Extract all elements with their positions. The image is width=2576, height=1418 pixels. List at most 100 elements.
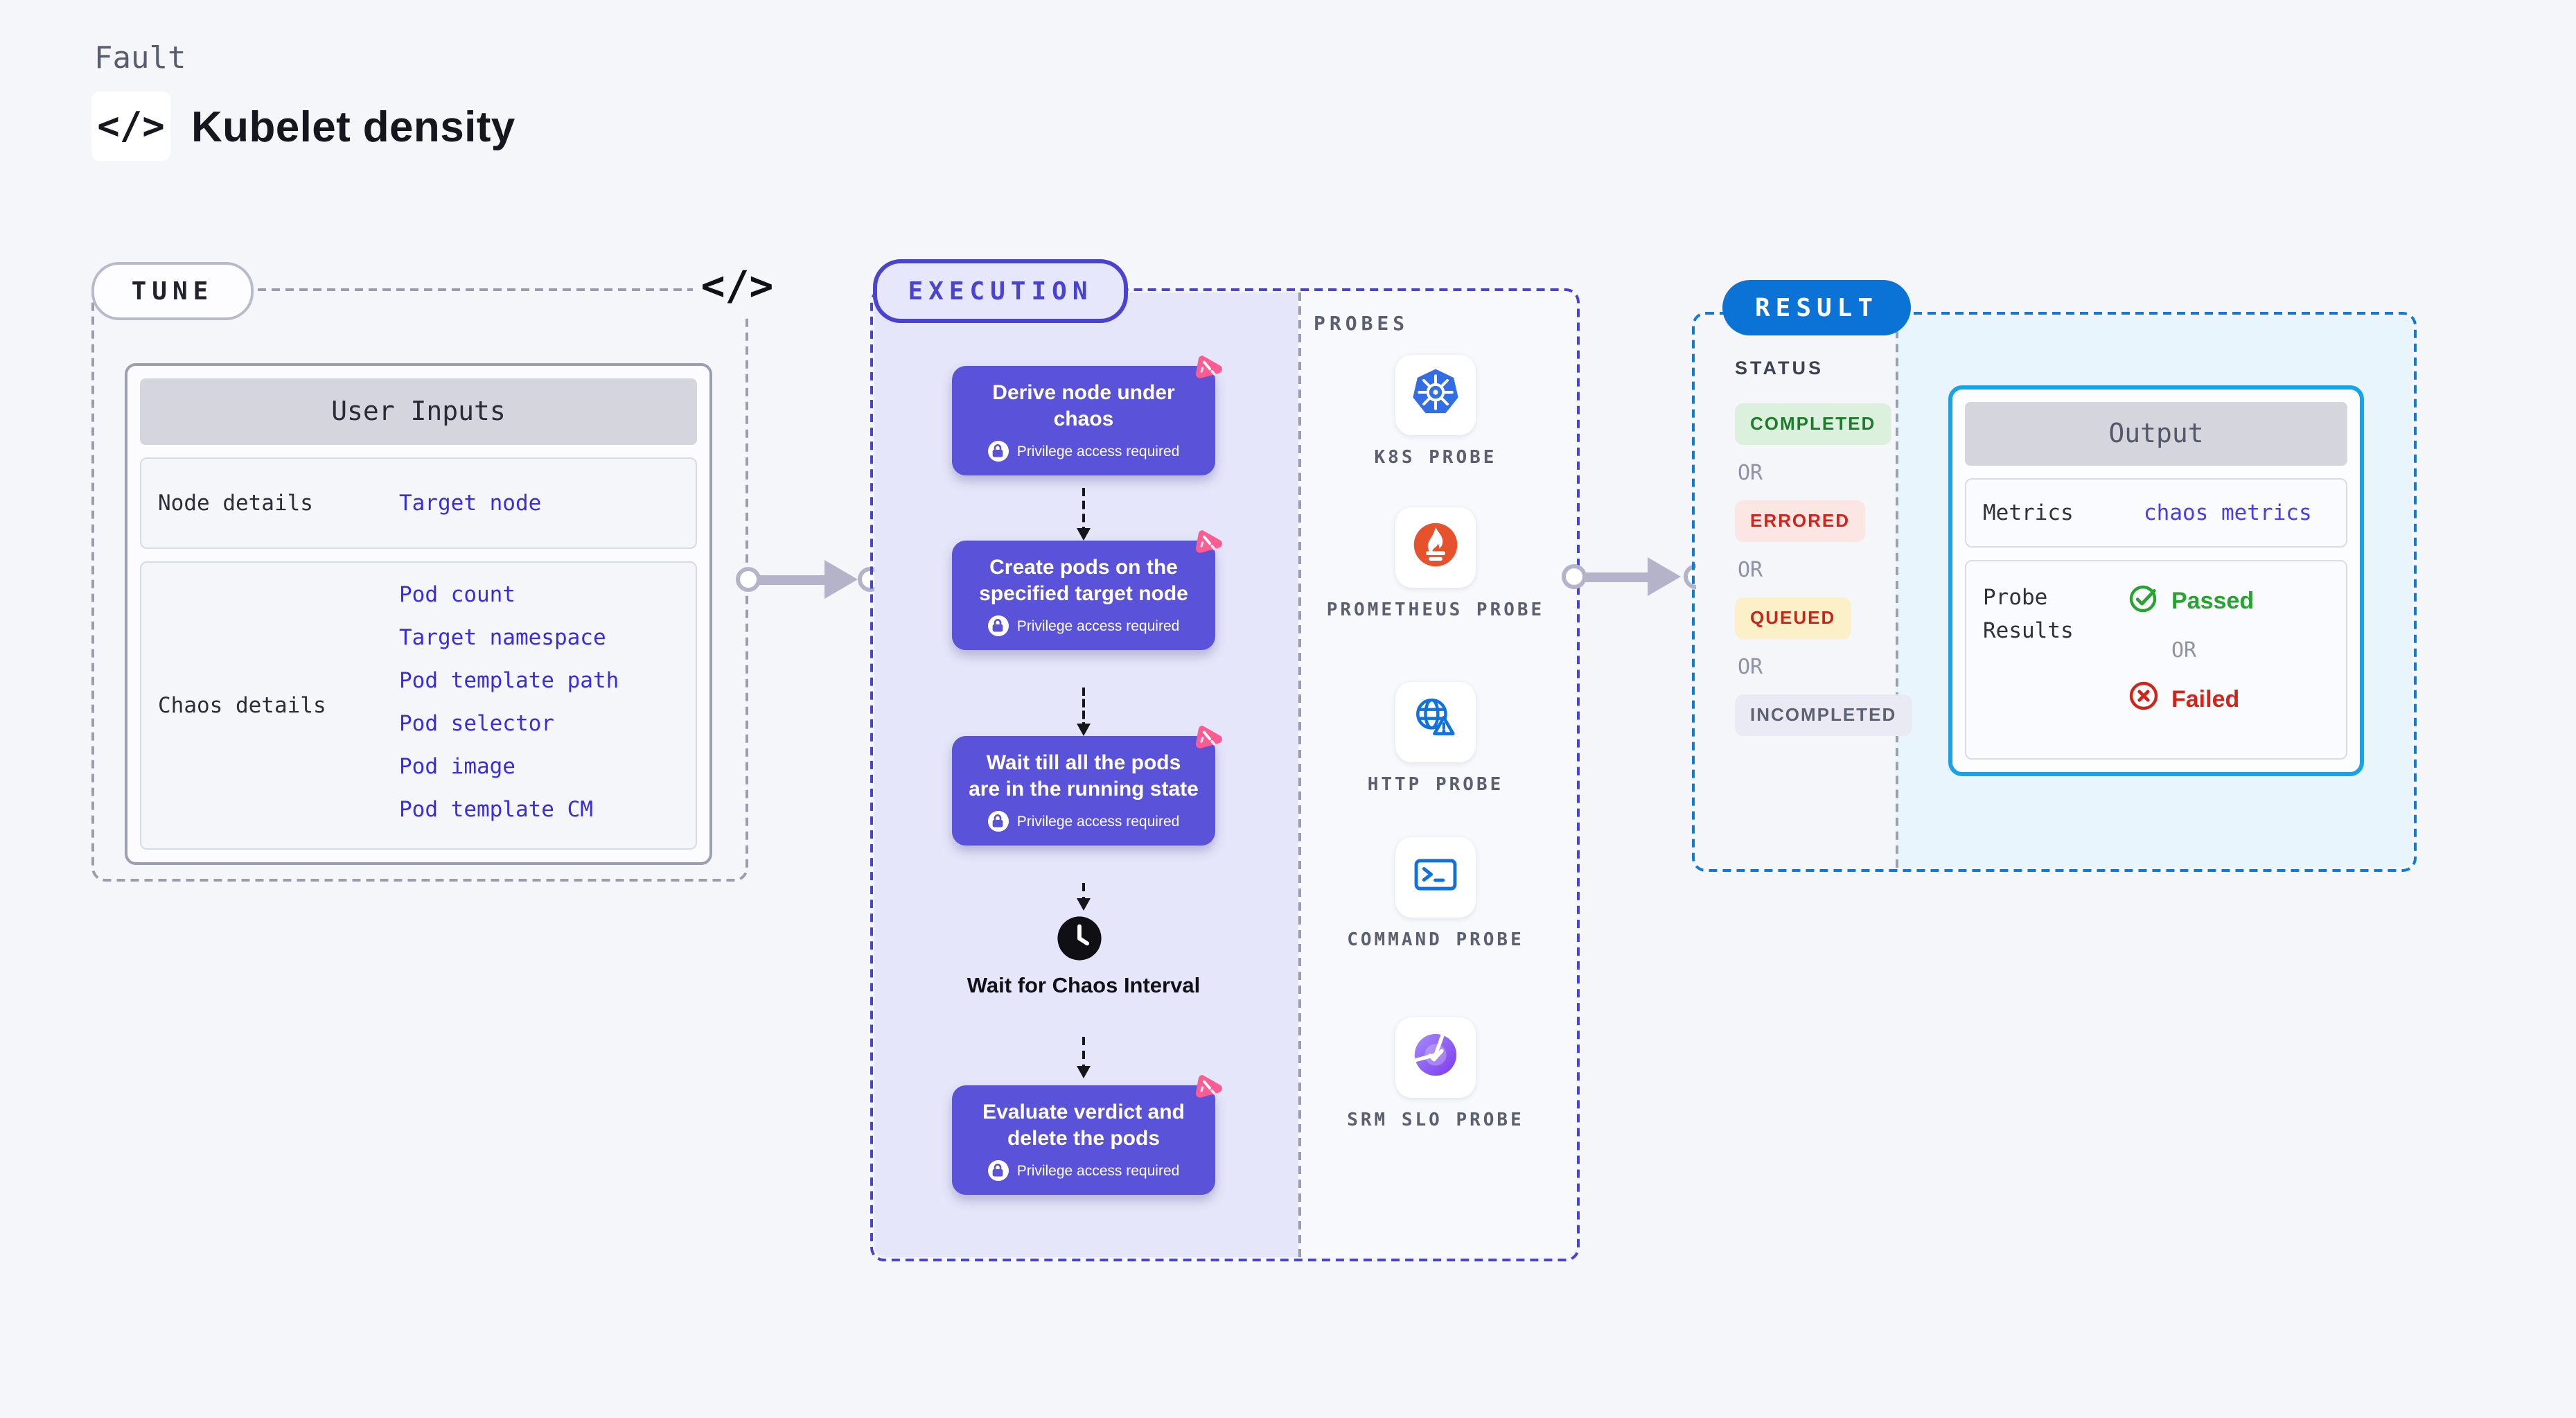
tune-badge: TUNE: [91, 262, 254, 320]
kubernetes-icon: [1409, 365, 1462, 425]
execution-badge: EXECUTION: [873, 259, 1128, 323]
step-wait-pods-running: Wait till all the pods are in the runnin…: [952, 725, 1222, 846]
status-badge-incompleted: INCOMPLETED: [1735, 694, 1912, 736]
link-pod-template-cm[interactable]: Pod template CM: [399, 797, 593, 822]
privilege-note: Privilege access required: [1016, 813, 1180, 830]
metrics-row: Metrics chaos metrics: [1965, 478, 2347, 548]
chaos-details-row: Chaos details Pod count Target namespace…: [140, 561, 697, 850]
srm-slo-probe-card: [1395, 1017, 1476, 1098]
probe-label: K8S PROBE: [1374, 448, 1497, 469]
or-label: OR: [1738, 654, 1763, 679]
or-label: OR: [1738, 460, 1763, 485]
execution-to-result-arrow: [1562, 557, 1709, 596]
chaos-step-icon: [1189, 527, 1228, 566]
or-label: OR: [2171, 638, 2197, 663]
output-card: Output Metrics chaos metrics Probe Resul…: [1948, 385, 2364, 776]
chaos-links: Pod count Target namespace Pod template …: [399, 582, 619, 822]
probe-label: PROMETHEUS PROBE: [1326, 600, 1545, 621]
fault-kicker: Fault: [94, 42, 186, 76]
flow-arrow: [1077, 488, 1091, 541]
privilege-note: Privilege access required: [1016, 618, 1180, 635]
step-derive-node: Derive node under chaos Privilege access…: [952, 355, 1222, 476]
code-icon: </>: [91, 91, 170, 161]
metrics-label: Metrics: [1983, 500, 2074, 525]
failed-label: Failed: [2171, 685, 2240, 712]
prometheus-probe-card: [1395, 507, 1476, 588]
probe-label: HTTP PROBE: [1367, 775, 1504, 796]
result-badge-label: RESULT: [1754, 293, 1879, 322]
chaos-step-icon: [1189, 722, 1228, 761]
probe-label: COMMAND PROBE: [1347, 930, 1524, 951]
code-icon-tune: </>: [693, 255, 782, 316]
link-pod-selector[interactable]: Pod selector: [399, 711, 554, 736]
privilege-note: Privilege access required: [1016, 1162, 1180, 1180]
prometheus-icon: [1409, 518, 1462, 577]
output-header: Output: [1965, 402, 2347, 466]
status-badge-completed: COMPLETED: [1735, 403, 1891, 445]
probes-title: PROBES: [1314, 313, 1409, 335]
status-badge-errored: ERRORED: [1735, 500, 1866, 542]
or-label: OR: [1738, 557, 1763, 582]
link-chaos-metrics[interactable]: chaos metrics: [2144, 500, 2312, 525]
srm-slo-probe-icon: [1409, 1028, 1462, 1087]
privilege-row: Privilege access required: [969, 811, 1199, 832]
step-evaluate-verdict: Evaluate verdict and delete the pods Pri…: [952, 1074, 1222, 1196]
link-pod-image[interactable]: Pod image: [399, 754, 515, 779]
step-title: Derive node under chaos: [992, 381, 1175, 432]
privilege-note: Privilege access required: [1016, 443, 1180, 460]
page-title: Kubelet density: [191, 103, 515, 151]
result-badge: RESULT: [1722, 280, 1911, 335]
http-probe-icon: [1409, 692, 1462, 752]
wait-interval-label: Wait for Chaos Interval: [967, 974, 1201, 998]
check-circle-icon: [2127, 581, 2160, 621]
link-target-node[interactable]: Target node: [399, 491, 542, 516]
step-title: Evaluate verdict and delete the pods: [982, 1101, 1185, 1151]
user-inputs-card: User Inputs Node details Target node Cha…: [125, 363, 712, 865]
status-title: STATUS: [1735, 358, 1824, 378]
link-target-namespace[interactable]: Target namespace: [399, 625, 606, 650]
probe-results-row: Probe Results Passed OR Failed: [1965, 560, 2347, 760]
tune-to-execution-arrow: [736, 560, 883, 599]
step-create-pods: Create pods on the specified target node…: [952, 529, 1222, 651]
link-pod-template-path[interactable]: Pod template path: [399, 668, 619, 693]
probe-label: SRM SLO PROBE: [1347, 1110, 1524, 1131]
x-circle-icon: [2127, 679, 2160, 719]
privilege-row: Privilege access required: [969, 615, 1199, 637]
lock-icon: [987, 441, 1009, 462]
flow-arrow: [1077, 688, 1091, 736]
code-glyph: </>: [700, 262, 774, 309]
passed-row: Passed: [2127, 581, 2254, 621]
execution-badge-label: EXECUTION: [908, 277, 1093, 306]
privilege-row: Privilege access required: [969, 1160, 1199, 1182]
flow-arrow: [1077, 883, 1091, 911]
status-column: STATUS COMPLETED OR ERRORED OR QUEUED OR…: [1735, 358, 1943, 751]
k8s-probe-card: [1395, 355, 1476, 435]
probe-results-label: Probe Results: [1983, 585, 2074, 643]
chaos-step-icon: [1189, 1071, 1228, 1110]
lock-icon: [987, 1160, 1009, 1182]
code-glyph: </>: [97, 105, 165, 148]
link-pod-count[interactable]: Pod count: [399, 582, 515, 607]
passed-label: Passed: [2171, 587, 2255, 613]
chaos-step-icon: [1189, 352, 1228, 391]
tune-badge-label: TUNE: [131, 277, 214, 306]
flow-arrow: [1077, 1037, 1091, 1078]
privilege-row: Privilege access required: [969, 441, 1199, 462]
status-badge-queued: QUEUED: [1735, 597, 1851, 639]
step-title: Wait till all the pods are in the runnin…: [969, 751, 1199, 802]
probes-separator: [1298, 292, 1301, 1257]
node-details-row: Node details Target node: [140, 457, 697, 549]
user-inputs-header: User Inputs: [140, 378, 697, 445]
failed-row: Failed: [2127, 679, 2254, 719]
verdict-column: Passed OR Failed: [2127, 581, 2254, 719]
http-probe-card: [1395, 682, 1476, 762]
command-probe-card: [1395, 837, 1476, 918]
row-label: Chaos details: [158, 693, 326, 718]
status-output-separator: [1896, 316, 1898, 868]
lock-icon: [987, 811, 1009, 832]
step-title: Create pods on the specified target node: [979, 556, 1188, 606]
row-label: Node details: [158, 491, 313, 516]
lock-icon: [987, 615, 1009, 637]
